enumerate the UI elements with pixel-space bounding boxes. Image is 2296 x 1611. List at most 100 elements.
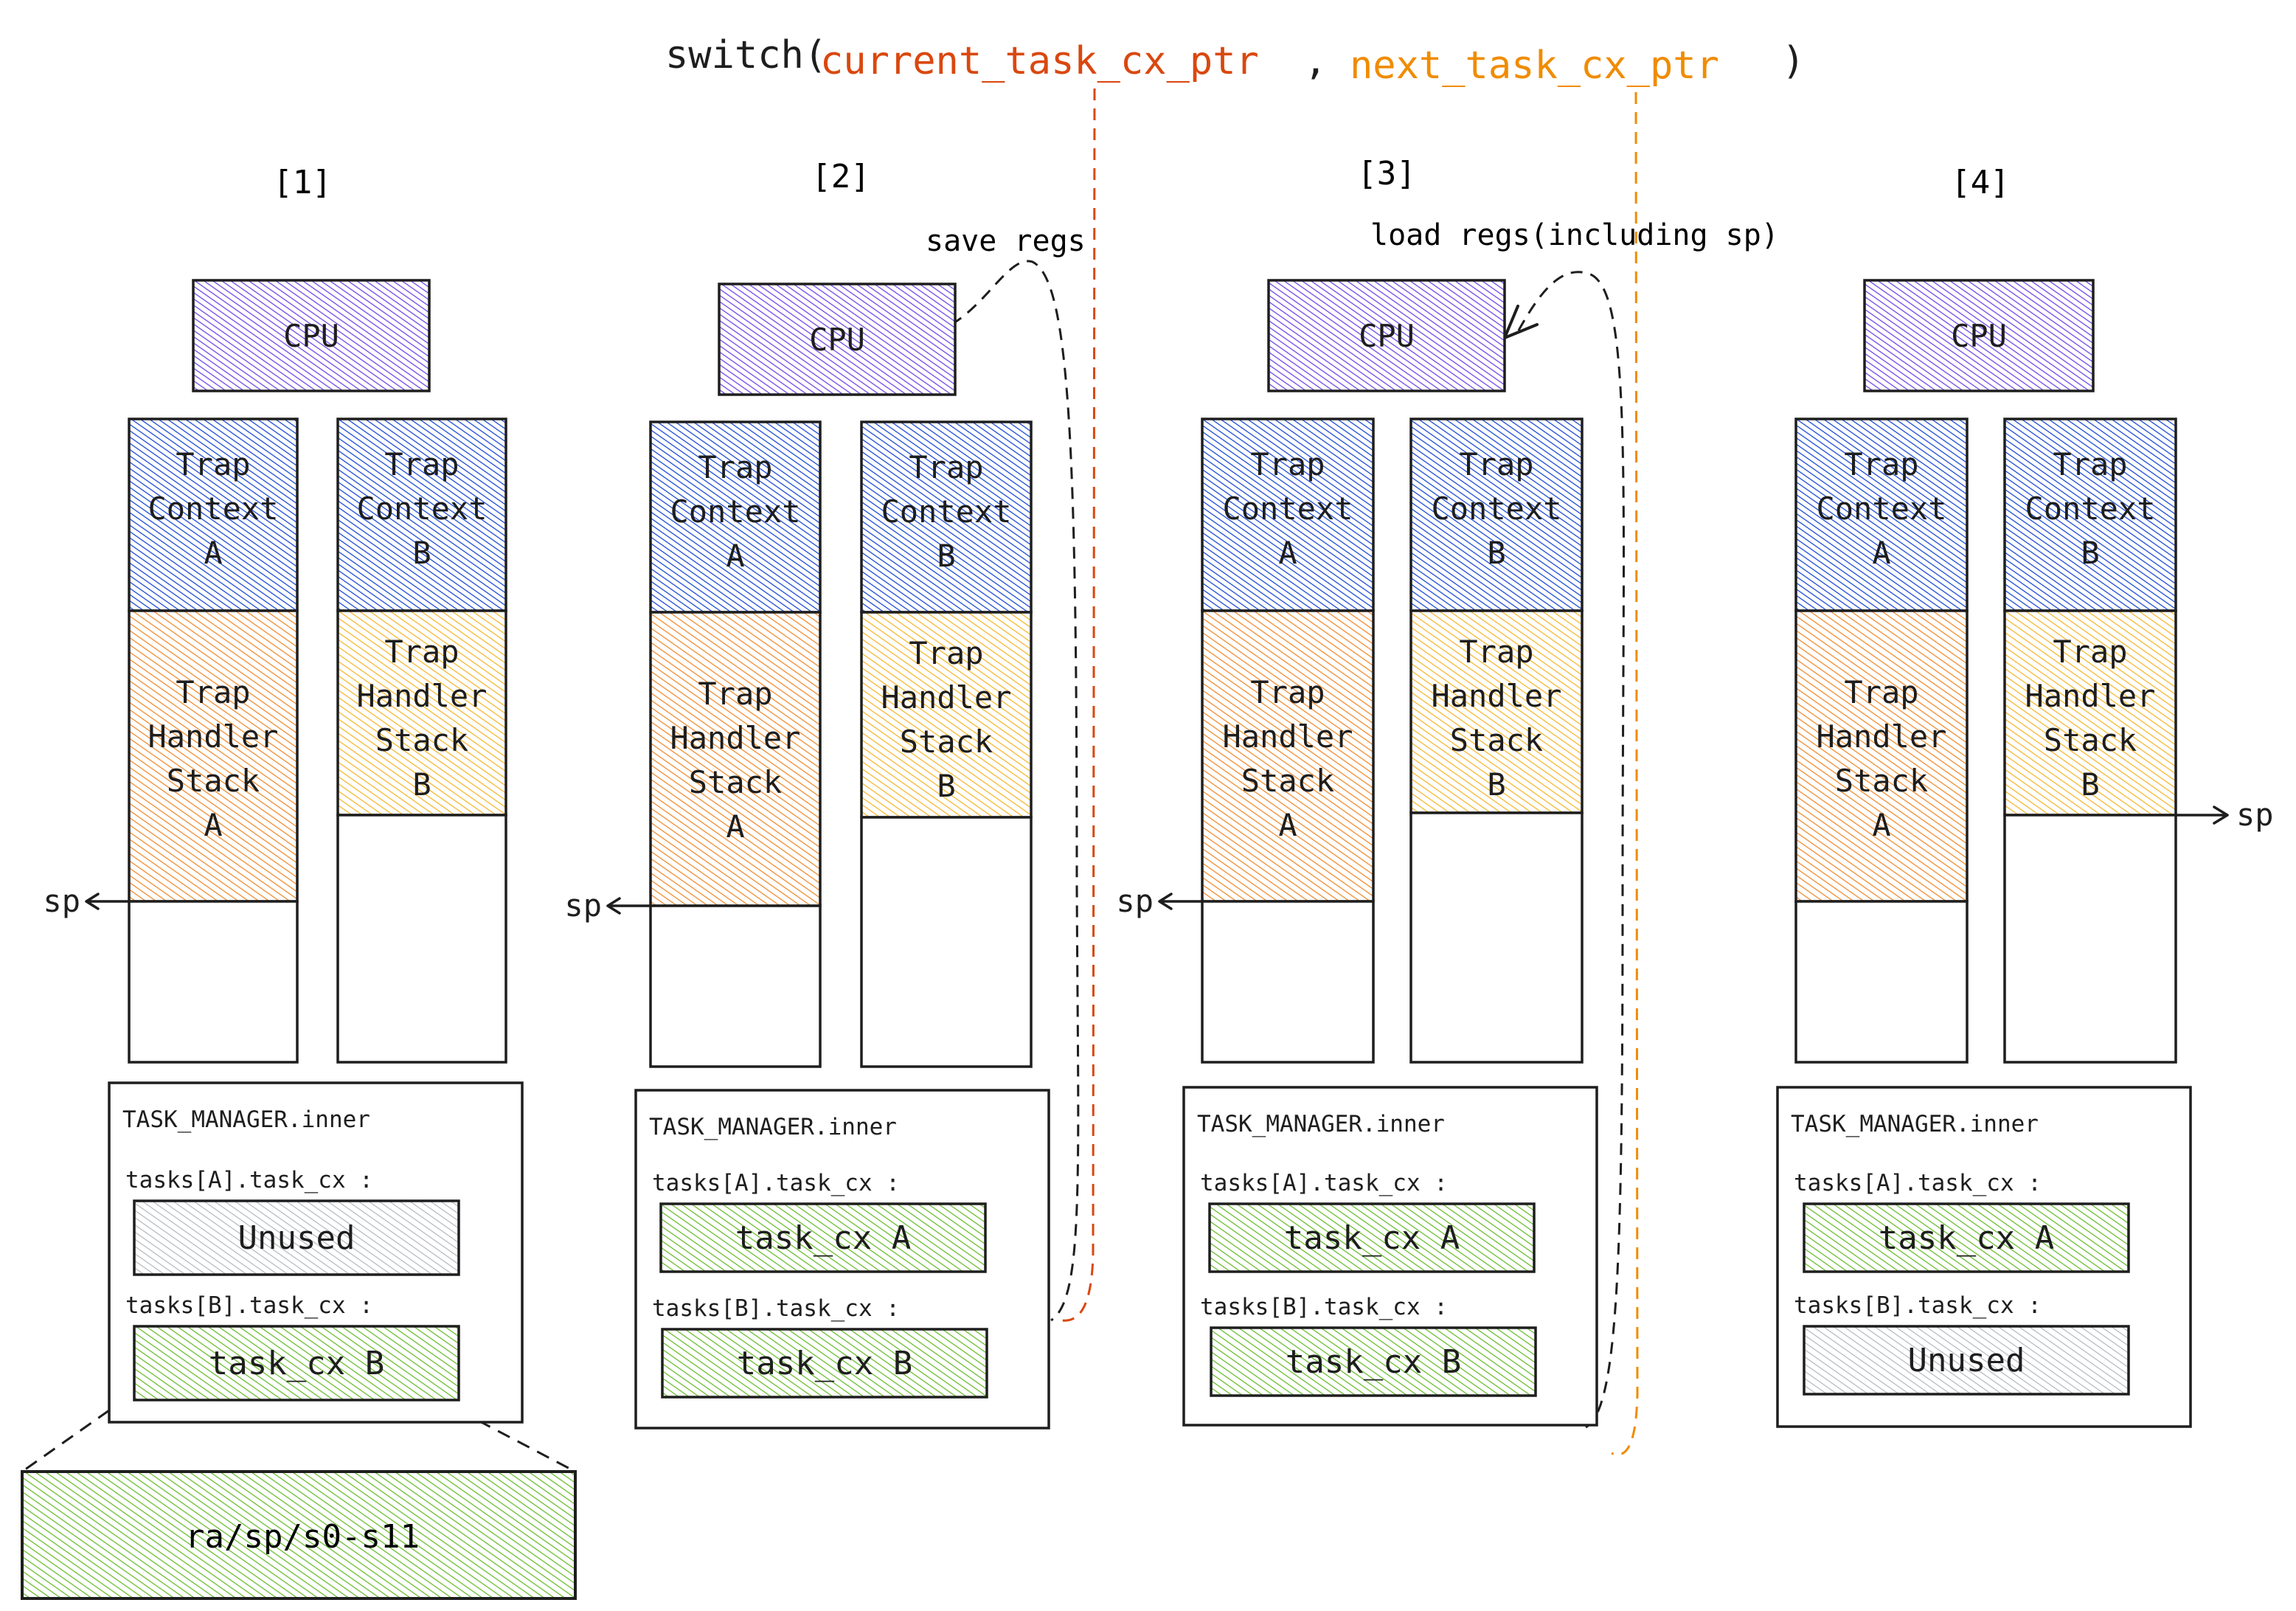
next-ptr-dashed-line (1611, 91, 1639, 1456)
trap-handler-stack-label: Handler (2025, 678, 2155, 714)
trap-context-a-box (1201, 418, 1375, 612)
task-cx-a-value: task_cx A (1284, 1219, 1460, 1257)
registers-rect (21, 1470, 577, 1600)
cpu-box (192, 279, 431, 392)
save-regs-annotation: save regs (926, 224, 1086, 258)
cpu-label: CPU (283, 318, 339, 354)
sp-arrow (1158, 893, 1204, 910)
trap-handler-stack-label: Trap (176, 674, 250, 710)
registers-box (21, 1470, 577, 1600)
trap-handler-stack-label: Stack (1241, 763, 1334, 799)
sp-pointer: sp (564, 887, 652, 924)
trap-handler-stack-a-box (649, 611, 822, 907)
trap-handler-stack-label: Stack (900, 724, 993, 760)
trap-handler-stack-label: Trap (909, 635, 983, 671)
trap-handler-stack-label: Trap (698, 676, 772, 712)
sp-pointer: sp (2174, 797, 2274, 833)
trap-handler-stack-letter: A (204, 807, 222, 843)
task-cx-a-slot (1803, 1202, 2130, 1273)
task-manager-inner-title: TASK_MANAGER.inner (649, 1114, 897, 1140)
zoom-line-left (21, 1409, 110, 1473)
trap-handler-stack-label: Stack (375, 722, 468, 758)
switch-close-paren: ) (1782, 39, 1805, 83)
task-cx-b-value: Unused (1908, 1342, 2025, 1379)
sp-arrow (85, 893, 131, 910)
switch-arg-next: next_task_cx_ptr (1350, 44, 1719, 88)
registers-label: ra/sp/s0-s11 (185, 1518, 420, 1556)
trap-handler-stack-label: Handler (1222, 718, 1353, 755)
task-cx-b-value: task_cx B (209, 1345, 384, 1382)
trap-context-label: Trap (1844, 446, 1918, 482)
cpu-box (718, 283, 957, 396)
tasks-a-task-cx-label: tasks[A].task_cx : (125, 1167, 373, 1193)
tasks-a-task-cx-label: tasks[A].task_cx : (1794, 1170, 2042, 1196)
trap-context-label: Trap (1250, 446, 1325, 482)
trap-handler-stack-label: Stack (1450, 722, 1543, 758)
current-ptr-dashed-line (1061, 88, 1096, 1322)
task-cx-a-value: task_cx A (1879, 1219, 2054, 1257)
stack-free-space-b-box (1409, 811, 1584, 1064)
trap-context-label: Context (1222, 491, 1353, 527)
switch-arg-current: current_task_cx_ptr (820, 39, 1259, 83)
switch-call-fn: switch( (665, 33, 827, 77)
stack-free-space-a-box (1201, 900, 1375, 1064)
step-label-2: [2] (811, 158, 870, 195)
trap-context-label: Trap (698, 449, 772, 485)
panel-2: CPUTrapContextATrapHandlerStackATrapCont… (564, 283, 1050, 1430)
trap-context-label: Trap (1459, 446, 1533, 482)
trap-context-label: Context (356, 491, 487, 527)
trap-context-label: Trap (384, 446, 459, 482)
task-manager-inner-title: TASK_MANAGER.inner (1791, 1111, 2039, 1137)
trap-handler-stack-label: Trap (384, 634, 459, 670)
stack-free-space-b-box (336, 814, 507, 1064)
trap-handler-stack-a-box (1794, 609, 1969, 903)
task-cx-b-value: task_cx B (737, 1345, 912, 1382)
trap-handler-stack-a-box (128, 609, 299, 903)
trap-handler-stack-b-box (336, 609, 507, 817)
trap-context-letter: B (1487, 535, 1505, 571)
trap-context-label: Trap (2053, 446, 2127, 482)
cpu-box (1267, 279, 1506, 392)
task-manager-inner-box: TASK_MANAGER.inner tasks[A].task_cx : task… (108, 1081, 524, 1424)
trap-context-letter: A (726, 538, 744, 574)
trap-handler-stack-b-box (2003, 609, 2177, 817)
trap-context-label: Context (2025, 491, 2155, 527)
trap-handler-stack-label: Handler (881, 679, 1011, 716)
sp-arrow (606, 897, 652, 915)
trap-handler-stack-label: Stack (2044, 722, 2137, 758)
trap-handler-stack-label: Handler (148, 718, 278, 755)
trap-handler-stack-b-box (1409, 609, 1584, 814)
trap-context-letter: B (412, 535, 431, 571)
stack-free-space-a-box (1794, 900, 1969, 1064)
sp-pointer: sp (1116, 883, 1204, 919)
trap-context-letter: B (2081, 535, 2099, 571)
load-regs-annotation: load regs(including sp) (1370, 218, 1779, 252)
sp-label: sp (564, 887, 602, 924)
stack-free-space-b-box (2003, 814, 2177, 1064)
trap-context-letter: A (1278, 535, 1297, 571)
task-cx-a-slot (1208, 1202, 1536, 1273)
trap-handler-stack-label: Handler (1431, 678, 1561, 714)
trap-handler-stack-letter: B (412, 766, 431, 803)
tasks-b-task-cx-label: tasks[B].task_cx : (652, 1295, 900, 1322)
trap-handler-stack-letter: B (1487, 766, 1505, 803)
task-cx-a-value: task_cx A (735, 1219, 911, 1257)
cpu-box (1863, 279, 2095, 392)
trap-handler-stack-label: Trap (1459, 634, 1533, 670)
task-cx-b-slot (1803, 1325, 2130, 1396)
task-manager-inner-title: TASK_MANAGER.inner (122, 1106, 370, 1133)
trap-handler-stack-letter: A (726, 808, 744, 845)
load-arrow-head (1503, 305, 1539, 339)
cpu-label: CPU (1951, 318, 2007, 354)
trap-context-label: Context (1816, 491, 1946, 527)
task-manager-inner-box: TASK_MANAGER.inner tasks[A].task_cx : task… (1776, 1086, 2192, 1428)
trap-context-label: Context (148, 491, 278, 527)
tasks-b-task-cx-label: tasks[B].task_cx : (1200, 1294, 1448, 1320)
trap-context-label: Context (1431, 491, 1561, 527)
trap-context-label: Trap (176, 446, 250, 482)
